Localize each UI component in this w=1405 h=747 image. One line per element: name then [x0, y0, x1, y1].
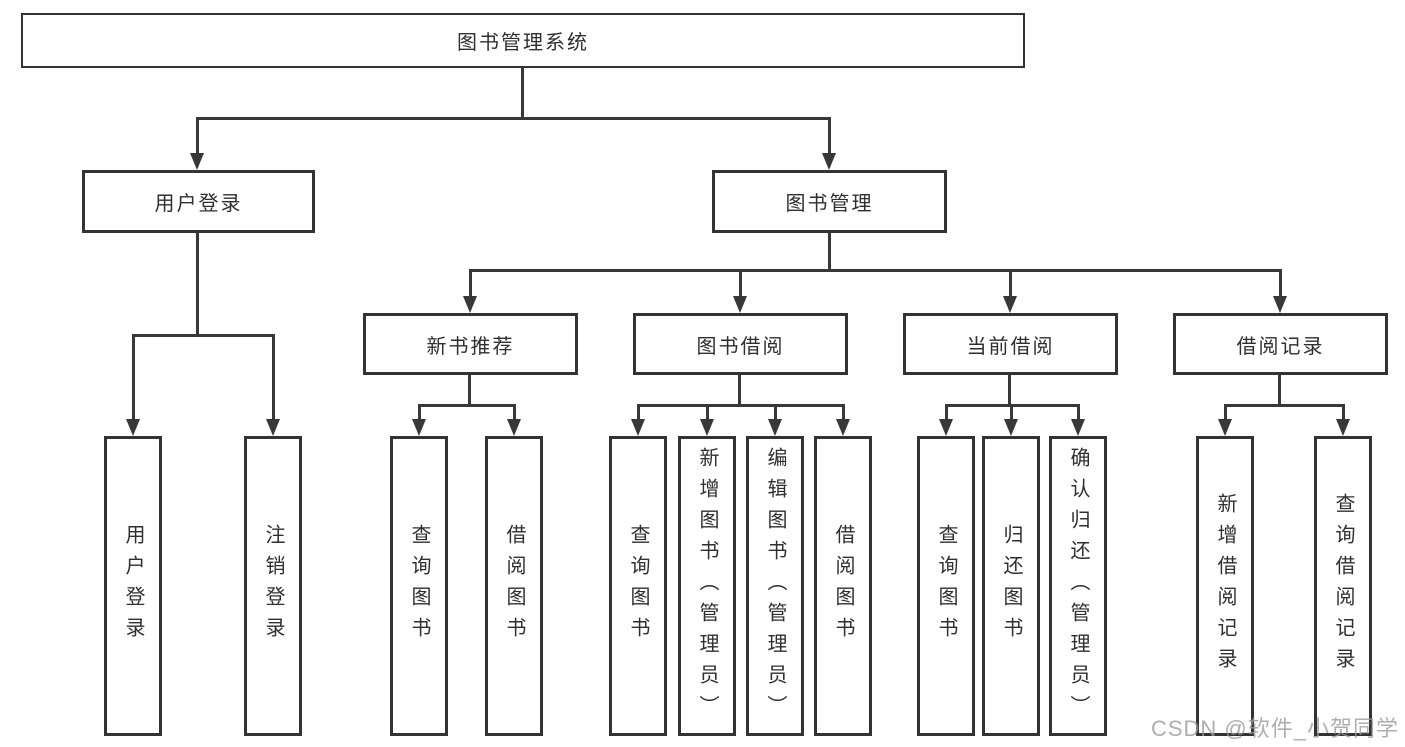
connector-recommend-bar	[418, 404, 516, 407]
connector-borrowing-bar	[637, 404, 845, 407]
node-new-book-recommendation: 新书推荐	[363, 313, 578, 375]
connector-line	[196, 117, 199, 154]
node-label: 图书借阅	[696, 335, 785, 358]
arrow-down-icon	[1273, 296, 1287, 313]
node-label: 借阅记录	[1236, 335, 1325, 358]
leaf-query-books-borrow: 查询图书	[609, 436, 667, 736]
connector-line	[706, 404, 709, 420]
leaf-add-borrow-record: 新增借阅记录	[1196, 436, 1254, 736]
connector-bookmgmt-stem	[828, 233, 831, 272]
node-library-system: 图书管理系统	[21, 13, 1025, 68]
connector-line	[774, 404, 777, 420]
connector-root-bar	[196, 117, 830, 120]
connector-line	[469, 269, 472, 297]
arrow-down-icon	[700, 419, 714, 436]
arrow-down-icon	[836, 419, 850, 436]
leaf-label: 归还图书	[1000, 524, 1022, 648]
connector-line	[1224, 404, 1227, 420]
arrow-down-icon	[507, 419, 521, 436]
arrow-down-icon	[1336, 419, 1350, 436]
arrow-down-icon	[1004, 419, 1018, 436]
node-current-borrowing: 当前借阅	[903, 313, 1118, 375]
arrow-down-icon	[822, 153, 836, 170]
leaf-borrow-books-borrow: 借阅图书	[814, 436, 872, 736]
leaf-label: 确认归还（管理员）	[1067, 446, 1089, 726]
leaf-edit-books-admin: 编辑图书（管理员）	[746, 436, 804, 736]
arrow-down-icon	[733, 296, 747, 313]
connector-line	[132, 334, 135, 420]
connector-line	[1279, 269, 1282, 297]
connector-line	[828, 117, 831, 154]
leaf-label: 借阅图书	[503, 524, 525, 648]
leaf-label: 查询图书	[627, 524, 649, 648]
node-label: 当前借阅	[966, 335, 1055, 358]
node-label: 图书管理系统	[457, 32, 589, 54]
arrow-down-icon	[631, 419, 645, 436]
node-book-borrowing: 图书借阅	[633, 313, 848, 375]
connector-borrowing-stem	[738, 375, 741, 407]
connector-bookmgmt-bar	[469, 269, 1281, 272]
connector-recommend-stem	[468, 375, 471, 407]
arrow-down-icon	[939, 419, 953, 436]
leaf-label: 新增图书（管理员）	[696, 446, 718, 726]
arrow-down-icon	[1218, 419, 1232, 436]
arrow-down-icon	[463, 296, 477, 313]
connector-line	[945, 404, 948, 420]
arrow-down-icon	[126, 419, 140, 436]
leaf-logout-login: 注销登录	[244, 436, 302, 736]
connector-userlogin-bar	[132, 334, 275, 337]
node-user-login: 用户登录	[82, 170, 315, 233]
connector-line	[637, 404, 640, 420]
connector-records-stem	[1278, 375, 1281, 407]
leaf-borrow-books-recommend: 借阅图书	[485, 436, 543, 736]
leaf-label: 借阅图书	[832, 524, 854, 648]
node-label: 新书推荐	[426, 335, 515, 358]
connector-line	[1077, 404, 1080, 420]
connector-root-stem	[521, 68, 524, 120]
leaf-user-login: 用户登录	[104, 436, 162, 736]
node-book-management: 图书管理	[712, 170, 947, 233]
arrow-down-icon	[190, 153, 204, 170]
leaf-query-books-current: 查询图书	[917, 436, 975, 736]
leaf-label: 编辑图书（管理员）	[764, 446, 786, 726]
arrow-down-icon	[768, 419, 782, 436]
arrow-down-icon	[1071, 419, 1085, 436]
connector-line	[513, 404, 516, 420]
node-label: 用户登录	[154, 193, 243, 215]
leaf-label: 查询图书	[935, 524, 957, 648]
node-borrowing-records: 借阅记录	[1173, 313, 1388, 375]
leaf-confirm-return-admin: 确认归还（管理员）	[1049, 436, 1107, 736]
leaf-label: 查询图书	[408, 524, 430, 648]
leaf-query-borrow-record: 查询借阅记录	[1314, 436, 1372, 736]
leaf-return-books: 归还图书	[982, 436, 1040, 736]
connector-current-stem	[1008, 375, 1011, 407]
leaf-label: 用户登录	[122, 524, 144, 648]
connector-line	[272, 334, 275, 420]
leaf-label: 新增借阅记录	[1214, 493, 1236, 679]
connector-line	[1010, 404, 1013, 420]
connector-line	[739, 269, 742, 297]
node-label: 图书管理	[785, 193, 874, 215]
watermark: CSDN @软件_小贺同学	[1150, 716, 1399, 741]
connector-userlogin-stem	[196, 233, 199, 337]
leaf-label: 注销登录	[262, 524, 284, 648]
connector-line	[842, 404, 845, 420]
arrow-down-icon	[412, 419, 426, 436]
arrow-down-icon	[266, 419, 280, 436]
connector-line	[1009, 269, 1012, 297]
arrow-down-icon	[1003, 296, 1017, 313]
connector-line	[1342, 404, 1345, 420]
connector-line	[418, 404, 421, 420]
leaf-query-books-recommend: 查询图书	[390, 436, 448, 736]
leaf-label: 查询借阅记录	[1332, 493, 1354, 679]
leaf-add-books-admin: 新增图书（管理员）	[678, 436, 736, 736]
connector-records-bar	[1224, 404, 1345, 407]
